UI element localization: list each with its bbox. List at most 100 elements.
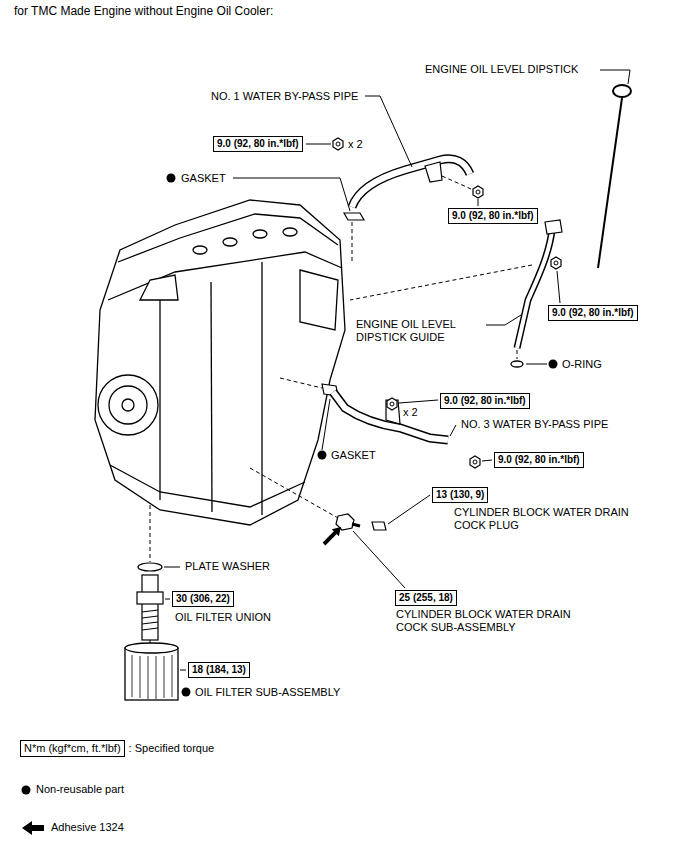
pipe-bracket [425,162,442,182]
pipe-outline [352,159,470,207]
pipe-outline [333,392,448,440]
leader-line [482,460,492,461]
torque-spec: 9.0 (92, 80 in.*lbf) [498,454,580,466]
leader-line [365,96,412,167]
leader-line [353,531,405,588]
torque-spec: 9.0 (92, 80 in.*lbf) [452,210,534,222]
spark-plug-hole [283,228,297,236]
dashed-line [150,505,151,562]
part-label: CYLINDER BLOCK WATER DRAIN COCK PLUG [453,506,647,532]
torque-box: 9.0 (92, 80 in.*lbf) [440,393,530,409]
leader-line [388,495,430,524]
part-label: x 2 [347,138,364,151]
drain-cock-nozzle [352,524,360,526]
leader-line [165,599,170,600]
engine-assembly [95,200,345,525]
guide-outline [517,230,552,348]
torque-box: 9.0 (92, 80 in.*lbf) [448,208,538,224]
torque-spec: N*m (kgf*cm, ft.*lbf) [24,742,121,755]
torque-box: 18 (184, 13) [188,662,250,678]
torque-spec: 25 (255, 18) [399,592,453,604]
oil-filter-top [125,643,178,653]
dashed-line [280,378,322,388]
block-rib [159,290,160,500]
engine-block [95,200,345,525]
torque-box: 9.0 (92, 80 in.*lbf) [548,305,638,321]
diagram-title: for TMC Made Engine without Engine Oil C… [14,4,273,18]
crank-pulley [109,386,147,424]
o-ring [511,361,523,367]
torque-spec: 9.0 (92, 80 in.*lbf) [217,138,299,150]
spark-plug-hole [223,238,237,246]
pipe-inner [352,159,470,207]
part-label: OIL FILTER SUB-ASSEMBLY [194,686,341,699]
torque-box: 25 (255, 18) [395,590,457,606]
part-label: OIL FILTER UNION [174,611,272,624]
part-label: ENGINE OIL LEVEL DIPSTICK GUIDE [355,318,482,344]
drain-plug [372,522,386,530]
part-label: GASKET [330,449,377,462]
part-label: O-RING [561,358,603,371]
bolt [470,456,480,468]
dashed-line [352,222,353,262]
dashed-line [250,468,338,518]
union-hex [137,592,163,604]
block-rib [211,282,212,512]
oil-filter-ribs [132,655,172,699]
non-reusable-dot [167,174,176,183]
leader-line [322,399,330,450]
leader-line [600,70,630,84]
torque-box: N*m (kgf*cm, ft.*lbf) [20,740,125,757]
guide-inner [517,230,552,348]
leader-line [478,199,479,206]
part-label: ENGINE OIL LEVEL DIPSTICK [424,63,579,76]
part-label: GASKET [180,172,227,185]
bolt [551,257,561,269]
leader-line [557,271,560,303]
crank-pulley [98,375,158,435]
thread-lines [142,610,158,630]
crank-pulley [122,399,134,411]
non-reusable-dot [318,451,327,460]
bolt [387,398,397,410]
leader-line [486,315,521,325]
leader-line [399,400,438,403]
pipe-inner [333,392,448,440]
part-label: PLATE WASHER [184,560,271,573]
part-label: NO. 3 WATER BY-PASS PIPE [460,418,609,431]
leader-line [450,425,456,436]
gasket [344,213,364,220]
leader-line [180,670,186,671]
oil-filter-union [142,575,158,640]
leader-line [526,364,547,365]
assembly-paths [150,176,532,646]
legend-dot [22,786,31,795]
legend-text: Adhesive 1324 [51,821,124,833]
non-reusable-dot [549,360,558,369]
torque-spec: 13 (130, 9) [436,489,484,501]
torque-box: 30 (306, 22) [172,591,234,607]
torque-box: 9.0 (92, 80 in.*lbf) [494,452,584,468]
torque-spec: 18 (184, 13) [192,664,246,676]
torque-spec: 30 (306, 22) [176,593,230,605]
bolt [473,186,483,198]
legend-entry: Adhesive 1324 [50,821,125,834]
oil-pan-edge [110,465,305,507]
leader-line [164,567,180,568]
dipstick [598,98,622,268]
parts [125,85,631,700]
part-label: CYLINDER BLOCK WATER DRAIN COCK SUB-ASSE… [395,608,589,634]
part-label: x 2 [402,406,419,419]
leader-line [233,178,350,211]
adhesive-arrow [323,527,341,545]
legend-text: : Specified torque [129,742,215,754]
torque-spec: 9.0 (92, 80 in.*lbf) [552,307,634,319]
non-reusable-marks [22,174,558,836]
spark-plug-hole [193,246,207,254]
plate-washer [138,563,162,571]
legend-entry: Non-reusable part [35,783,125,796]
block-rib [261,262,262,515]
side-flange [300,270,338,330]
bolt [333,138,343,150]
torque-box: 9.0 (92, 80 in.*lbf) [213,136,303,152]
